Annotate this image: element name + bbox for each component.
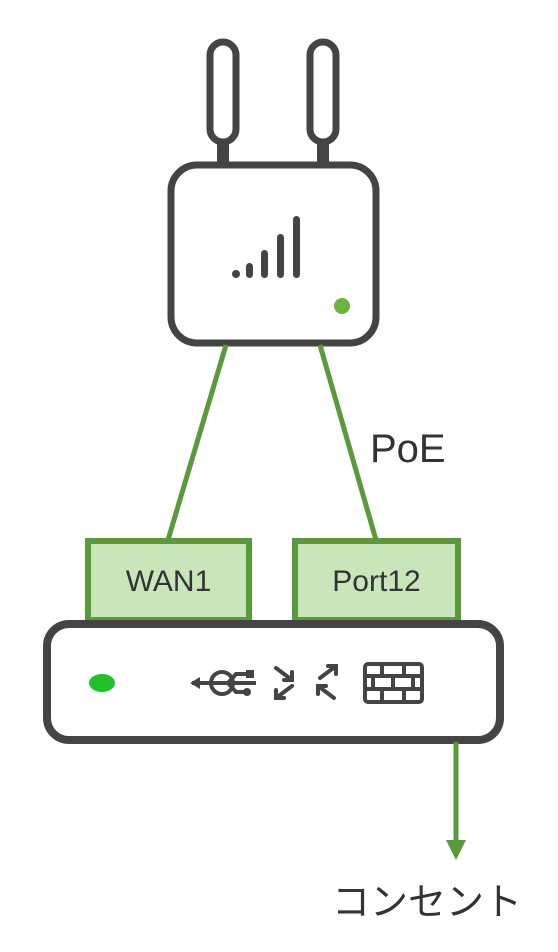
signal-bars-icon xyxy=(232,216,300,278)
power-arrow-head xyxy=(446,840,466,860)
ap-antenna-left xyxy=(206,38,240,166)
switch-arrows-icon xyxy=(274,664,338,700)
poe-label: PoE xyxy=(370,427,446,471)
port-port12: Port12 xyxy=(292,538,461,623)
poe-cable xyxy=(317,344,379,541)
router-status-led xyxy=(89,674,115,692)
port-port12-label: Port12 xyxy=(332,565,420,598)
port-wan1-label: WAN1 xyxy=(126,565,212,598)
wan1-cable xyxy=(165,344,229,541)
outlet-label: コンセント xyxy=(332,880,522,924)
ap-antenna-right xyxy=(306,38,340,166)
access-point xyxy=(167,161,380,347)
usb-icon xyxy=(190,670,256,696)
port-wan1: WAN1 xyxy=(85,538,252,623)
firewall-icon xyxy=(363,662,424,704)
router xyxy=(43,620,504,744)
ap-status-led xyxy=(334,298,350,314)
